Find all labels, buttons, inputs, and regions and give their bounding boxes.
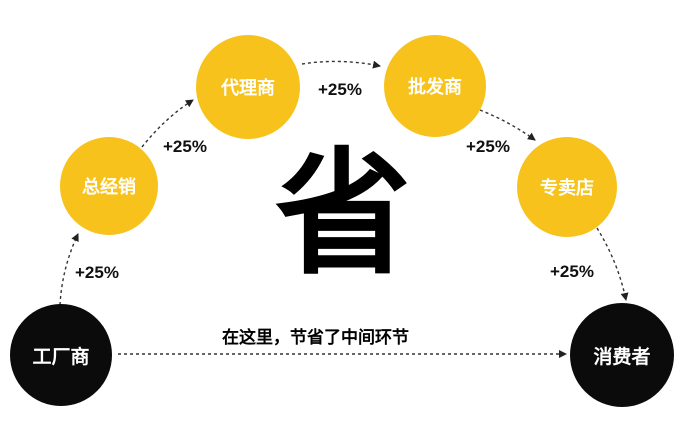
markup-label-1: +25% xyxy=(75,263,119,282)
markup-label-5: +25% xyxy=(550,262,594,281)
node-agent: 代理商 xyxy=(196,35,300,139)
arrow-store-to-consumer xyxy=(596,227,629,301)
node-wholesaler: 批发商 xyxy=(384,35,486,137)
markup-label-2: +25% xyxy=(163,137,207,156)
node-factory: 工厂商 xyxy=(10,304,112,406)
node-general-distributor: 总经销 xyxy=(60,137,158,235)
markup-label-3: +25% xyxy=(318,80,362,99)
arrow-factory-to-general xyxy=(59,233,79,306)
node-consumer: 消费者 xyxy=(570,303,674,407)
caption-text: 在这里，节省了中间环节 xyxy=(222,328,409,348)
node-retail-store: 专卖店 xyxy=(517,137,617,237)
markup-label-4: +25% xyxy=(466,137,510,156)
arrow-agent-to-wholesaler xyxy=(301,60,381,69)
arrow-general-to-agent xyxy=(141,99,194,148)
arrow-wholesaler-to-store xyxy=(479,109,536,141)
center-character: 省 xyxy=(275,136,411,294)
